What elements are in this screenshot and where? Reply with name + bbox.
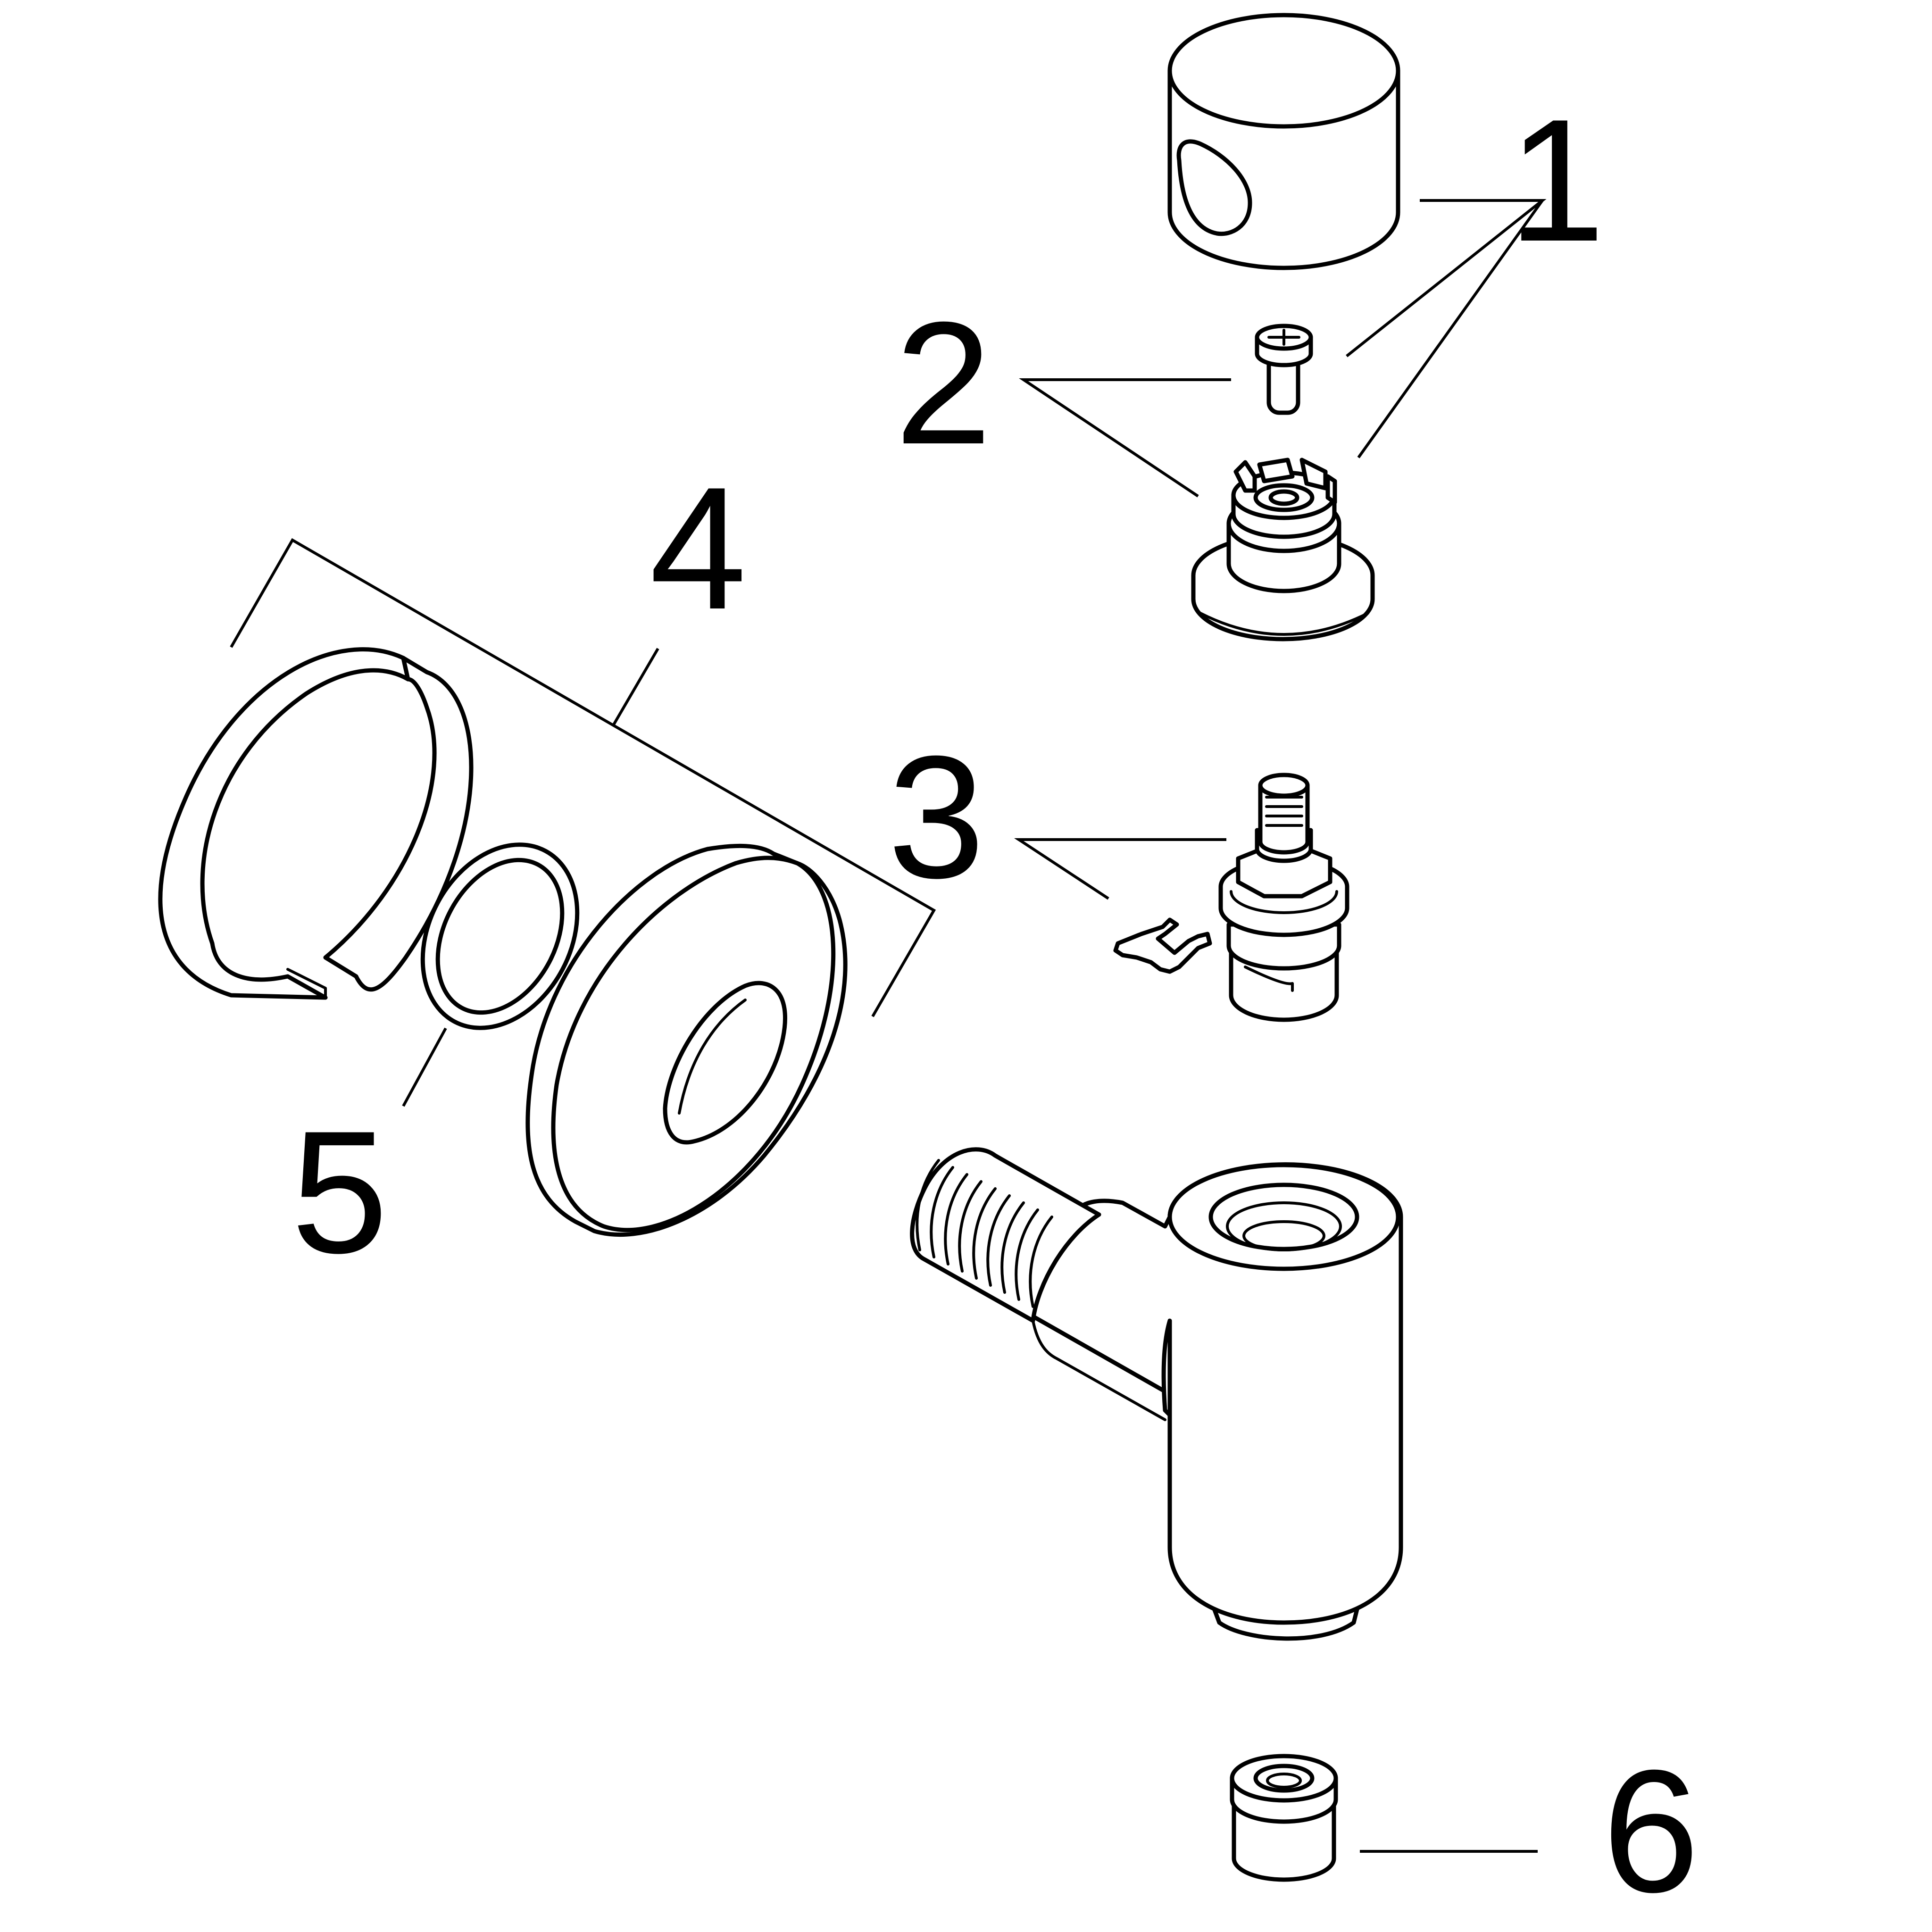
adapter-nut [1230, 1754, 1338, 1882]
leader-4 [230, 538, 936, 1017]
rosette-plate [525, 843, 848, 1237]
leader-lines [230, 199, 1547, 1853]
handle-cap [1167, 13, 1400, 270]
valve-body [910, 1147, 1403, 1641]
leader-3 [1014, 838, 1226, 900]
screw [1255, 324, 1313, 415]
callout-labels: 1 2 3 4 5 6 [291, 83, 1699, 1929]
callout-6: 6 [1602, 1734, 1699, 1929]
leader-5 [402, 1027, 447, 1107]
o-ring [420, 842, 580, 1030]
callout-1: 1 [1508, 83, 1605, 278]
callout-3: 3 [888, 720, 985, 915]
leader-2 [1019, 378, 1231, 498]
callout-4: 4 [650, 451, 747, 646]
leader-1 [1346, 199, 1547, 458]
callout-2: 2 [895, 286, 992, 481]
spline-adapter [1191, 458, 1375, 641]
cartridge [1113, 773, 1349, 1022]
callout-5: 5 [291, 1095, 388, 1290]
